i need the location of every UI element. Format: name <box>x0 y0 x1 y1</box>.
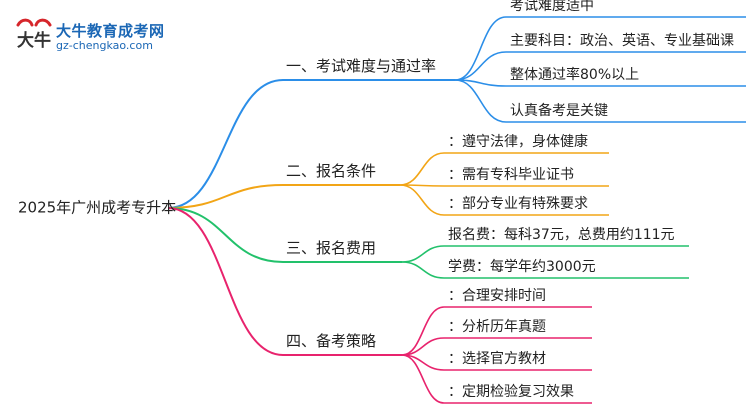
edge-layer <box>167 16 746 404</box>
root-node: 2025年广州成考专升本 <box>18 199 176 217</box>
child-label: 学费：每学年约3000元 <box>448 259 596 275</box>
logo-url: gz-chengkao.com <box>56 39 153 52</box>
child-edge <box>401 245 445 263</box>
child-edge <box>399 184 445 216</box>
child-label: ：选择官方教材 <box>448 351 546 367</box>
child-label: ：合理安排时间 <box>448 288 546 304</box>
child-edge <box>454 51 507 81</box>
child-edge <box>401 306 445 356</box>
child-label: ：遵守法律，身体健康 <box>448 133 588 150</box>
child-edge <box>401 354 445 404</box>
branch-label-4: 四、备考策略 <box>286 332 376 350</box>
logo-mark-text: 大牛 <box>17 30 51 51</box>
child-label: ：需有专科毕业证书 <box>448 167 574 183</box>
root-edge-1 <box>167 79 284 209</box>
child-edge <box>401 261 445 279</box>
child-label: ：定期检验复习效果 <box>448 383 574 400</box>
bull-logo-icon: 大牛 <box>16 18 52 51</box>
child-edge <box>454 16 507 81</box>
child-label: 主要科目：政治、英语、专业基础课 <box>510 32 734 49</box>
child-edge <box>399 152 445 186</box>
logo-name: 大牛教育成考网 <box>56 22 165 40</box>
child-label: ：分析历年真题 <box>448 319 546 335</box>
root-edge-4 <box>167 207 284 356</box>
root-edge-3 <box>167 207 284 263</box>
branch-label-3: 三、报名费用 <box>286 239 376 257</box>
root-edge-2 <box>167 184 284 209</box>
child-label: ：部分专业有特殊要求 <box>448 196 588 212</box>
branch-label-1: 一、考试难度与通过率 <box>286 57 436 75</box>
branch-label-2: 二、报名条件 <box>286 162 376 180</box>
child-label: 考试难度适中 <box>510 0 594 14</box>
child-label: 整体通过率80%以上 <box>510 66 639 83</box>
child-label: 认真备考是关键 <box>510 102 608 119</box>
logo: 大牛 大牛教育成考网 gz-chengkao.com <box>14 16 194 54</box>
label-layer: 2025年广州成考专升本 一、考试难度与通过率 考试难度适中主要科目：政治、英语、专… <box>18 0 734 400</box>
child-edge <box>454 79 507 123</box>
child-label: 报名费：每科37元，总费用约111元 <box>448 227 675 243</box>
